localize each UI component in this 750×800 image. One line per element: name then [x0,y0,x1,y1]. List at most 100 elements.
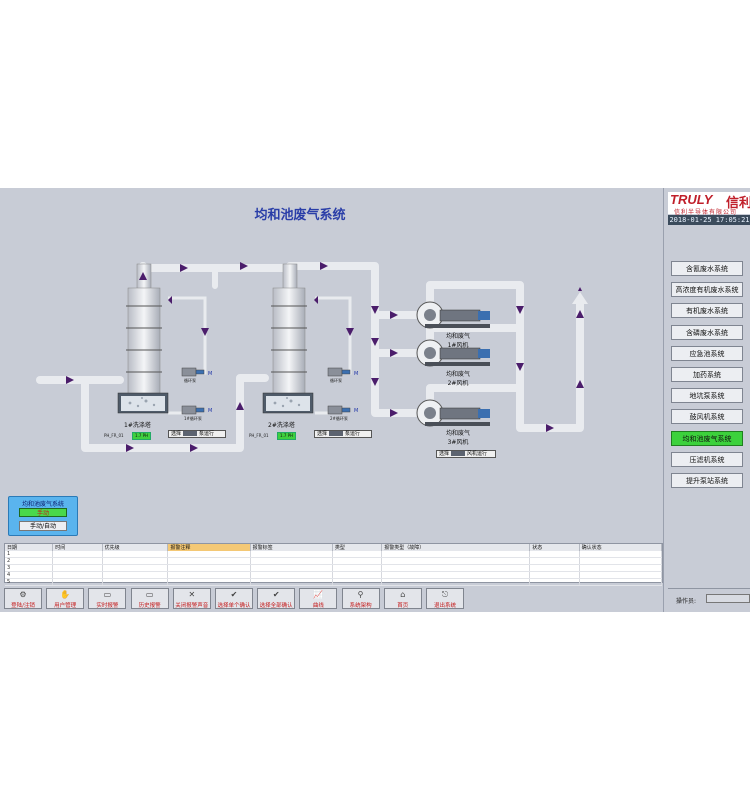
toolbar-button[interactable]: ▭历史报警 [130,588,169,609]
select-label: 选择 [439,451,450,457]
toolbar-button-label: 曲线 [312,603,324,609]
pipes [36,262,584,452]
alarm-column-header[interactable]: 报警注释 [167,544,251,551]
table-cell [167,571,251,579]
nav-button[interactable]: 有机废水系统 [671,303,743,319]
tower-1-flow-value: 1.7 PH [132,432,152,440]
toolbar-button[interactable]: ✔ 选择单个确认 [215,588,253,609]
right-panel: TRULY 信利 信利半导体有限公司 2018-01-25 17:05:21 含… [663,188,750,612]
status-label: 风机运行 [467,451,488,457]
tower-1-pump-1-label: 循环泵 [184,378,196,383]
alarm-column-header[interactable]: 报警标签 [250,544,333,551]
table-cell [102,571,169,579]
operator-area: 操作员: [668,588,750,609]
tower-2-pump-status[interactable]: 选择 泵运行 [314,430,372,438]
toolbar-button-label: 关闭报警声音 [175,603,209,609]
scrubber-tower-1[interactable] [117,263,169,414]
toolbar-button[interactable]: ✔选择全部确认 [257,588,296,609]
toolbar-button[interactable]: ✕关闭报警声音 [172,588,211,609]
tower-2-label: 2#洗涤塔 [268,422,295,429]
table-cell [529,557,580,565]
table-cell [381,557,531,565]
nav-button[interactable]: 地坑泵系统 [671,388,743,404]
alarm-column-header[interactable]: 时间 [52,544,103,551]
table-cell [529,571,580,579]
table-cell [167,578,251,586]
operator-field[interactable] [706,594,750,603]
alarm-column-header[interactable]: 优先级 [102,544,169,551]
toolbar-button[interactable]: ⌂首页 [383,588,422,609]
nav-button[interactable]: 含氰废水系统 [671,261,743,276]
nav-button[interactable]: 加药系统 [671,366,743,382]
table-cell [52,551,103,558]
nav-button[interactable]: 均和池废气系统 [671,430,743,446]
alarm-column-header[interactable]: 类型 [332,544,383,551]
toolbar-button-label: 历史报警 [138,603,161,609]
table-row[interactable]: 5 [5,578,663,586]
operator-label: 操作员: [676,598,697,605]
exhaust-fans[interactable] [416,301,490,427]
table-cell [250,551,333,558]
toolbar-button[interactable]: ✋用户管理 [46,588,85,609]
user-icon: ✋ [60,590,71,599]
select-label: 选择 [171,431,182,437]
nav-button[interactable]: 提升泵站系统 [671,472,743,488]
row-number: 5 [5,578,54,586]
confirm-one-icon: ✔ [230,590,238,599]
table-cell [381,564,531,572]
alarm-column-header[interactable]: 日期 [5,544,54,551]
tower-2-pump-2-label: 2#循环泵 [330,416,348,421]
toolbar-button-label: 选择单个确认 [217,603,251,609]
clock-display: 2018-01-25 17:05:21 [668,215,750,225]
row-number: 3 [5,564,54,572]
toolbar-button[interactable]: ⚙登陆/注销 [4,588,42,609]
mode-toggle-button[interactable]: 手动/自动 [19,521,67,531]
circulation-pumps[interactable] [181,367,351,415]
table-cell [332,557,383,565]
scrubber-tower-2[interactable] [262,263,314,414]
table-cell [579,551,663,558]
table-cell [381,571,531,579]
toolbar-button-label: 系统架构 [349,603,372,609]
tower-2-flow-value: 1.7 PH [277,432,297,440]
table-cell [52,564,103,572]
nav-button[interactable]: 高浓度有机废水系统 [671,282,743,298]
table-row[interactable]: 1 [5,551,663,558]
toolbar-button-label: 实时报警 [96,603,119,609]
table-cell [381,551,531,558]
status-label: 泵运行 [345,431,361,437]
toolbar-button[interactable]: ▭ 实时报警 [88,588,127,609]
alarm-column-header[interactable]: 状态 [529,544,580,551]
mode-value: 手动 [19,508,67,517]
table-row[interactable]: 4 [5,571,663,579]
select-label: 选择 [317,431,328,437]
process-view: 均和池废气系统 [0,188,663,540]
table-cell [250,571,333,579]
table-cell [332,564,383,572]
table-cell [167,551,251,558]
table-cell [332,551,383,558]
table-cell [381,578,531,586]
alarm-column-header[interactable]: 报警类型（故障） [381,544,531,551]
toolbar-button-label: 登陆/注销 [11,603,35,609]
toolbar-button[interactable]: 📈曲线 [299,588,338,609]
tower-1-pump-status[interactable]: 选择泵运行 [168,430,226,438]
nav-button[interactable]: 鼓风机系统 [671,409,743,425]
toolbar-button[interactable]: ⎋退出系统 [426,588,464,609]
motor-label: M [354,408,359,414]
realtime-alarm-icon: ▭ [103,590,112,599]
table-cell [529,564,580,572]
nav-button[interactable]: 应急池系统 [671,345,743,361]
nav-button[interactable]: 压滤机系统 [671,451,743,467]
nav-button[interactable]: 含磷废水系统 [671,324,743,340]
table-row[interactable]: 2 [5,557,663,565]
architecture-icon: ⚲ [357,590,364,599]
toolbar-button[interactable]: ⚲ 系统架构 [341,588,380,609]
fan-status[interactable]: 选择 风机运行 [436,450,496,458]
alarm-column-header[interactable]: 确认状态 [579,544,663,551]
table-row[interactable]: 3 [5,564,663,572]
table-cell [167,557,251,565]
